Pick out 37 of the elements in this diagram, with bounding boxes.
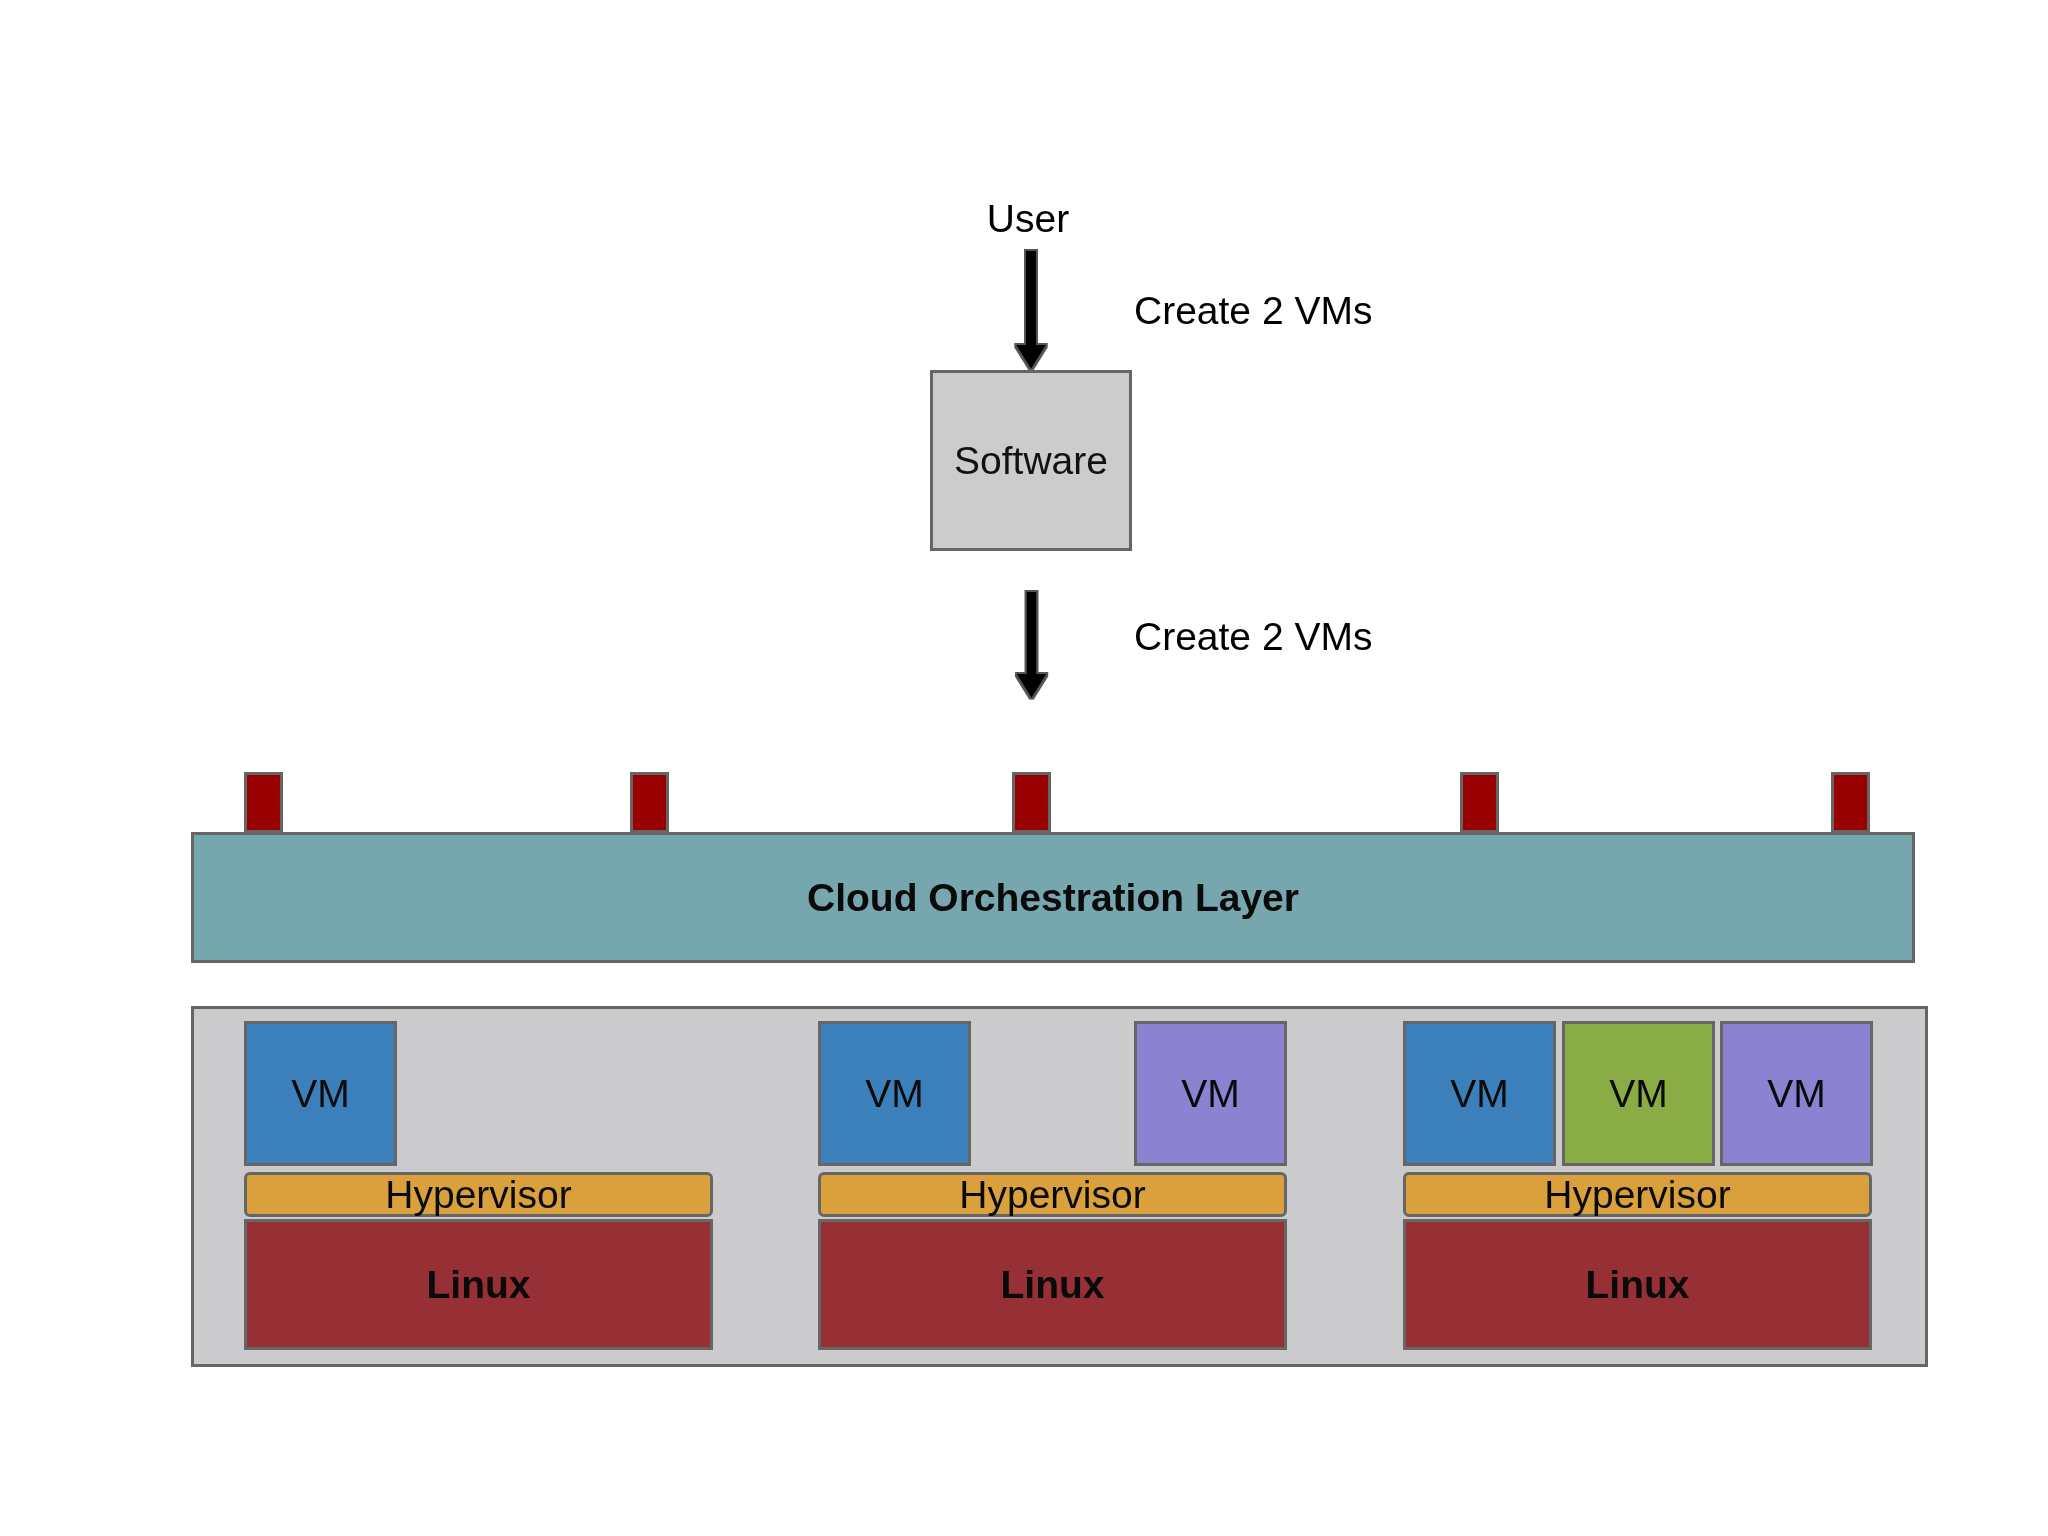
port-block: [1012, 772, 1051, 833]
port-block: [1460, 772, 1499, 833]
hypervisor-bar: [1403, 1172, 1872, 1217]
vm-label: VM: [291, 1071, 350, 1116]
hypervisor-label: Hypervisor: [959, 1175, 1146, 1214]
orchestration-layer: [191, 832, 1915, 963]
arrow: [1016, 592, 1047, 698]
vm-label: VM: [1181, 1071, 1240, 1116]
hypervisor-bar: [244, 1172, 713, 1217]
actor-label: User: [986, 196, 1070, 241]
hypervisor-bar: [818, 1172, 1287, 1217]
vm-block: [1134, 1021, 1287, 1166]
vm-block: [818, 1021, 971, 1166]
port-block: [244, 772, 283, 833]
box-label: Software: [954, 438, 1108, 483]
vm-block: [1562, 1021, 1715, 1166]
vm-label: VM: [1609, 1071, 1668, 1116]
os-label: Linux: [426, 1262, 531, 1307]
port-block: [1831, 772, 1870, 833]
process-box: [930, 370, 1132, 551]
vm-block: [1720, 1021, 1873, 1166]
arrow: [1016, 251, 1046, 369]
vm-label: VM: [1450, 1071, 1509, 1116]
vm-label: VM: [865, 1071, 924, 1116]
port-block: [630, 772, 669, 833]
os-block: [818, 1219, 1287, 1350]
hypervisor-label: Hypervisor: [1544, 1175, 1731, 1214]
hypervisor-label: Hypervisor: [385, 1175, 572, 1214]
os-label: Linux: [1585, 1262, 1690, 1307]
vm-block: [244, 1021, 397, 1166]
vm-block: [1403, 1021, 1556, 1166]
vm-label: VM: [1767, 1071, 1826, 1116]
os-block: [244, 1219, 713, 1350]
layer-title: Cloud Orchestration Layer: [807, 875, 1299, 920]
os-label: Linux: [1000, 1262, 1105, 1307]
host-panel: [191, 1006, 1928, 1367]
os-block: [1403, 1219, 1872, 1350]
